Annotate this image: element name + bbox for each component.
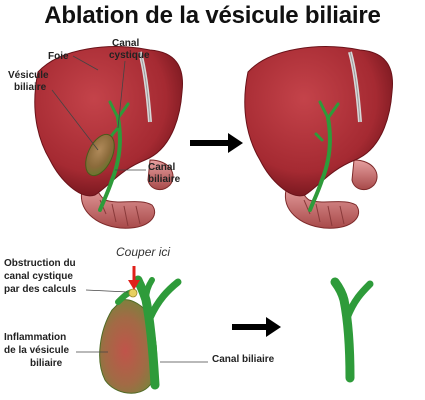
duct-after-close-up	[330, 277, 374, 383]
label-obstruction-2: canal cystique	[4, 271, 73, 282]
label-canal-cystique-1: Canal	[112, 38, 139, 49]
bile-duct	[98, 116, 122, 212]
label-inflammation-1: Inflammation	[4, 332, 66, 343]
label-foie: Foie	[48, 51, 69, 62]
label-canal-biliaire-bottom: Canal biliaire	[212, 354, 275, 365]
liver-before	[34, 46, 184, 229]
arrow-top	[190, 133, 243, 153]
label-canal-biliaire-top-2: biliaire	[148, 174, 181, 185]
liver-after	[244, 46, 394, 229]
label-vesicule-1: Vésicule	[8, 70, 49, 81]
diagram-title: Ablation de la vésicule biliaire	[44, 2, 381, 29]
calculus-stone	[128, 288, 138, 298]
inflamed-gallbladder	[99, 299, 158, 394]
label-inflammation-3: biliaire	[30, 358, 63, 369]
label-canal-biliaire-top-1: Canal	[148, 162, 175, 173]
label-obstruction-1: Obstruction du	[4, 258, 76, 269]
bile-duct-after	[308, 116, 332, 212]
label-inflammation-2: de la vésicule	[4, 345, 69, 356]
label-obstruction-3: par des calculs	[4, 284, 77, 295]
intestine	[80, 184, 156, 229]
label-couper-ici: Couper ici	[116, 245, 170, 259]
gallbladder-close-up	[99, 275, 182, 394]
gallbladder	[85, 133, 115, 177]
label-vesicule-2: biliaire	[14, 82, 47, 93]
arrow-bottom	[232, 317, 281, 337]
label-canal-cystique-2: cystique	[109, 50, 150, 61]
